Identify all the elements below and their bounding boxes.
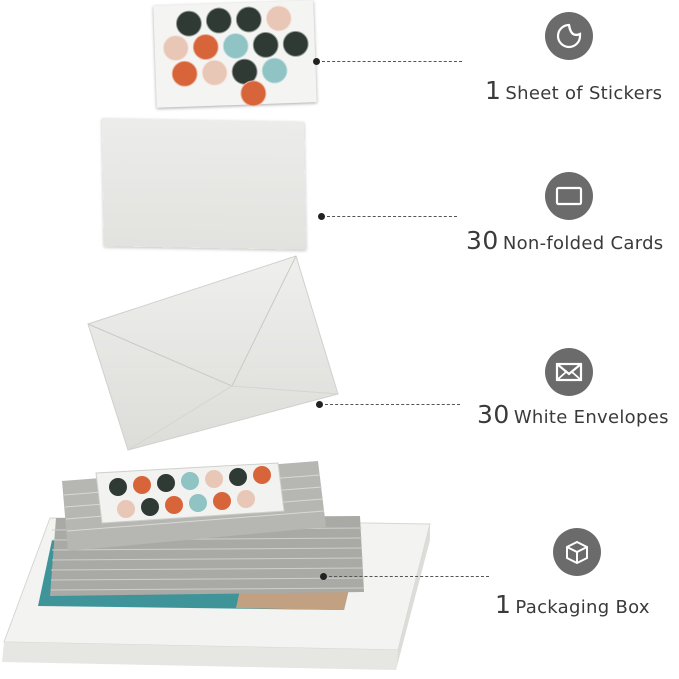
envelope-icon [545,348,593,396]
card-icon [545,172,593,220]
item-name: Packaging Box [515,597,650,618]
callout-dot-stickers [313,58,320,65]
sticker-icon [545,12,593,60]
callout-dot-cards [318,213,325,220]
item-name: Non-folded Cards [502,233,664,254]
item-count: 30 [477,400,510,429]
sticker-sheet-image [153,0,317,108]
item-count: 1 [495,590,512,619]
item-name: Sheet of Stickers [505,83,663,104]
leader-line-stickers [322,61,462,62]
callout-dot-envelopes [316,401,323,408]
leader-line-box [329,576,489,577]
item-name: White Envelopes [513,407,669,428]
flat-card-image [101,118,307,250]
callout-dot-box [320,573,327,580]
leader-line-cards [327,216,457,217]
item-count: 1 [485,76,502,105]
item-count: 30 [466,226,499,255]
leader-line-envelopes [325,404,460,405]
envelope-image [87,255,339,451]
envelope-stack-image [62,461,326,551]
box-icon [553,528,601,576]
